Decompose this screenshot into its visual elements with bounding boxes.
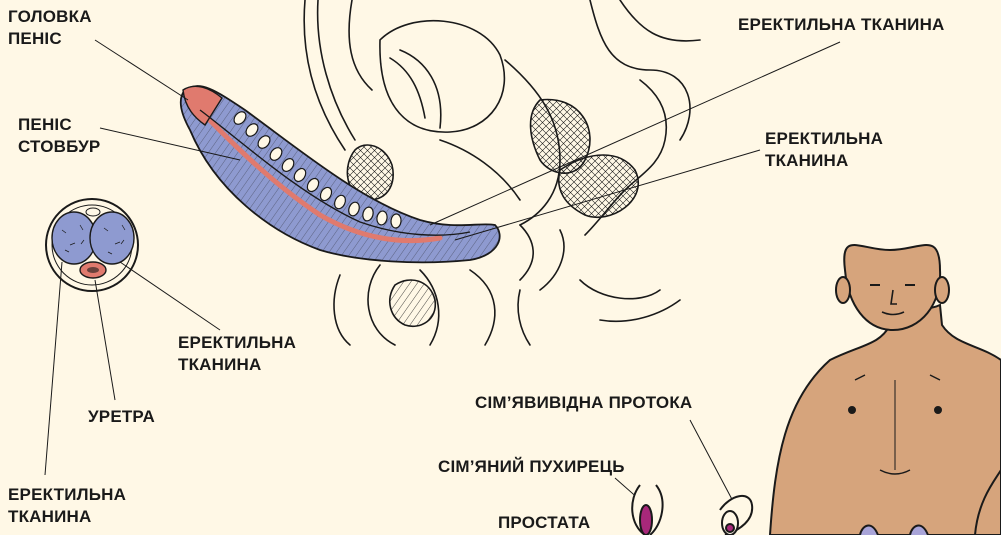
label-shaft: ПЕНІССТОВБУР [18,114,100,158]
label-prostate: ПРОСТАТА [498,512,590,534]
penis-cross-section [46,199,138,291]
label-vas-deferens: СІМ’ЯВИВІДНА ПРОТОКА [475,392,692,414]
human-figure [770,245,1001,535]
label-erectile-bottom: ЕРЕКТИЛЬНАТКАНИНА [8,484,126,528]
label-seminal-vesicle: СІМ’ЯНИЙ ПУХИРЕЦЬ [438,456,625,478]
label-glans: ГОЛОВКАПЕНІС [8,6,92,50]
internal-organs-detail [632,485,752,535]
label-urethra: УРЕТРА [88,406,155,428]
label-erectile-right: ЕРЕКТИЛЬНАТКАНИНА [765,128,883,172]
pelvis-outline [304,0,700,345]
label-erectile-mid: ЕРЕКТИЛЬНАТКАНИНА [178,332,296,376]
label-erectile-top: ЕРЕКТИЛЬНА ТКАНИНА [738,14,945,36]
